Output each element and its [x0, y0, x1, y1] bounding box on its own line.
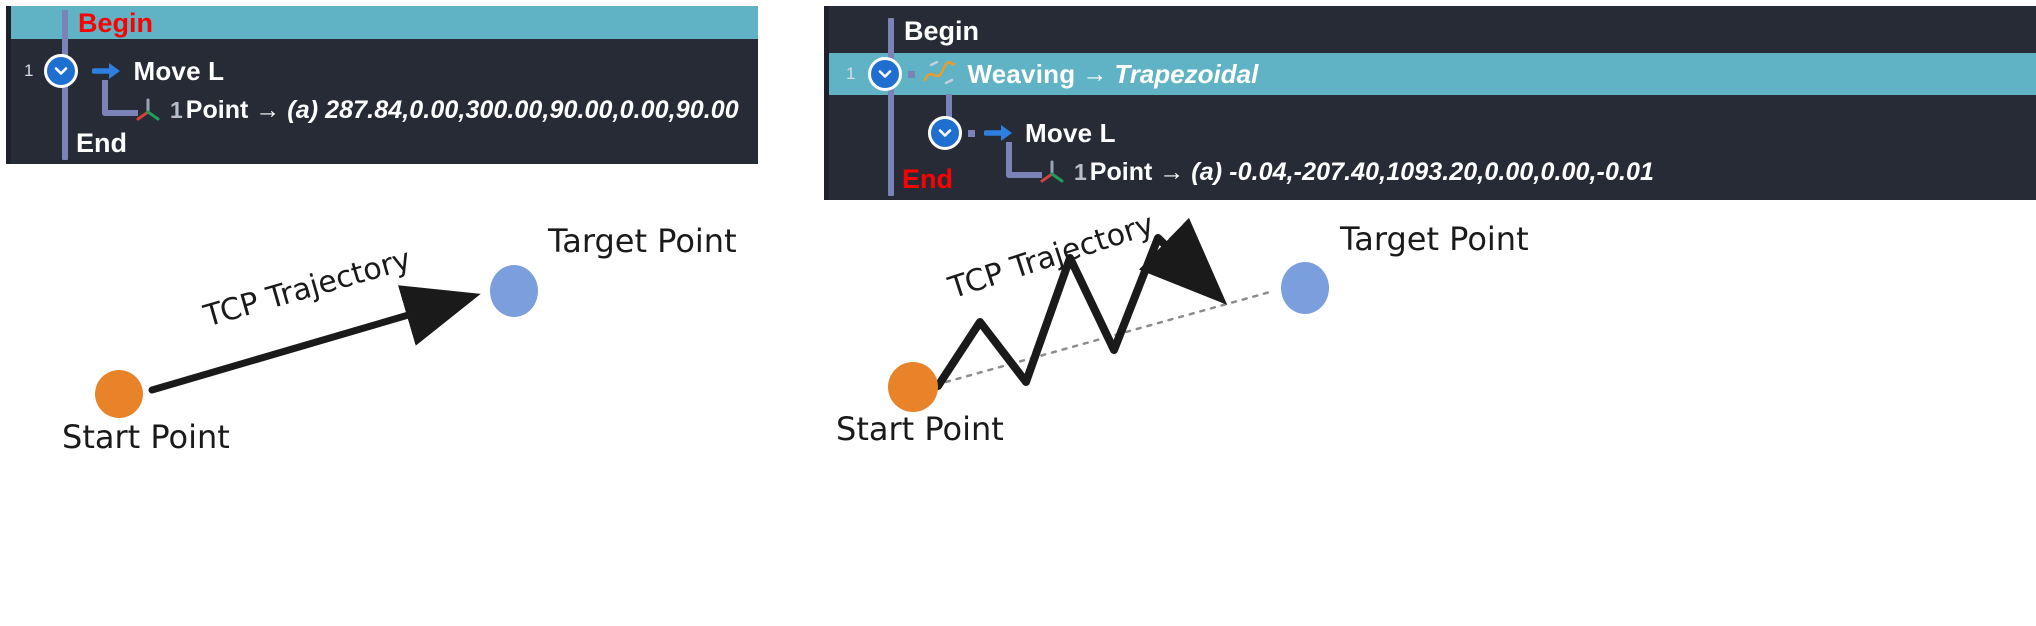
weaving-row-highlight-bar: [829, 53, 2036, 95]
row-end: End: [76, 128, 127, 158]
begin-label: Begin: [78, 7, 154, 38]
point-word: Point: [185, 95, 249, 124]
weaving-squiggle-icon: [924, 61, 956, 85]
tree-trunk-line: [888, 18, 894, 196]
trajectory-path-linear: [148, 285, 481, 394]
program-tree-panel-linear[interactable]: Begin 1 Move L: [6, 6, 758, 164]
point-count: 1: [1074, 158, 1087, 185]
tree-child-connector: [946, 94, 952, 118]
move-linear-arrow-icon: [92, 63, 121, 79]
trajectory-path-weaving: [934, 217, 1272, 390]
begin-highlight-bar: [11, 6, 758, 39]
trajectory-diagram-weaving: TCP Trajectory Start Point Target Point: [818, 207, 2036, 626]
chevron-down-icon[interactable]: [928, 116, 962, 150]
operation-label: Move L: [133, 55, 225, 86]
row-begin: Begin: [78, 8, 153, 38]
coordinate-axes-icon: [1040, 160, 1064, 183]
tree-node-stub: [908, 70, 916, 78]
row-end: End: [902, 164, 953, 194]
chevron-down-icon[interactable]: [868, 57, 903, 91]
figure-linear-move: Begin 1 Move L: [0, 0, 818, 626]
row-move-l[interactable]: 1 Move L: [24, 52, 224, 90]
coordinate-axes-icon: [136, 98, 160, 121]
figure-weaving-move: Begin 1 Weaving → Trapezoidal: [818, 0, 2036, 626]
operation-label: Weaving: [967, 58, 1076, 89]
target-point-label: Target Point: [548, 222, 737, 260]
weaving-mode-label: Trapezoidal: [1114, 58, 1259, 89]
point-coordinates: -0.04,-207.40,1093.20,0.00,0.00,-0.01: [1229, 157, 1655, 186]
chevron-down-icon[interactable]: [44, 54, 79, 88]
row-point[interactable]: 1 Point → (a) 287.84,0.00,300.00,90.00,0…: [134, 92, 739, 128]
target-point-label: Target Point: [1340, 220, 1529, 258]
begin-label: Begin: [904, 15, 980, 46]
row-point[interactable]: 1 Point → (a) -0.04,-207.40,1093.20,0.00…: [1038, 154, 1654, 190]
point-prefix: (a): [287, 95, 319, 124]
start-point-label: Start Point: [62, 418, 230, 456]
target-point-dot: [490, 265, 538, 317]
point-arrow-glyph: →: [1159, 157, 1185, 186]
row-begin: Begin: [904, 16, 979, 46]
tree-elbow-connector: [1006, 142, 1042, 178]
start-point-dot: [95, 370, 143, 418]
trajectory-diagram-linear: TCP Trajectory Start Point Target Point: [0, 210, 818, 626]
row-index: 1: [846, 64, 856, 83]
panel-left-edge: [824, 6, 829, 200]
program-tree-panel-weaving[interactable]: Begin 1 Weaving → Trapezoidal: [824, 6, 2036, 200]
move-linear-arrow-icon: [984, 125, 1012, 141]
point-arrow-glyph: →: [255, 95, 281, 124]
weaving-arrow-glyph: →: [1082, 59, 1108, 88]
point-prefix: (a): [1191, 157, 1223, 186]
target-point-dot: [1281, 262, 1329, 314]
point-count: 1: [170, 96, 183, 123]
end-label: End: [902, 163, 953, 194]
row-weaving[interactable]: 1 Weaving → Trapezoidal: [846, 54, 1258, 94]
point-coordinates: 287.84,0.00,300.00,90.00,0.00,90.00: [325, 95, 739, 124]
tree-node-stub: [968, 129, 975, 137]
row-index: 1: [24, 61, 34, 80]
end-label: End: [76, 127, 127, 158]
tree-elbow-connector: [102, 80, 138, 116]
start-point-dot: [888, 362, 938, 412]
panel-left-edge: [6, 6, 11, 164]
start-point-label: Start Point: [836, 410, 1004, 448]
point-word: Point: [1089, 157, 1153, 186]
